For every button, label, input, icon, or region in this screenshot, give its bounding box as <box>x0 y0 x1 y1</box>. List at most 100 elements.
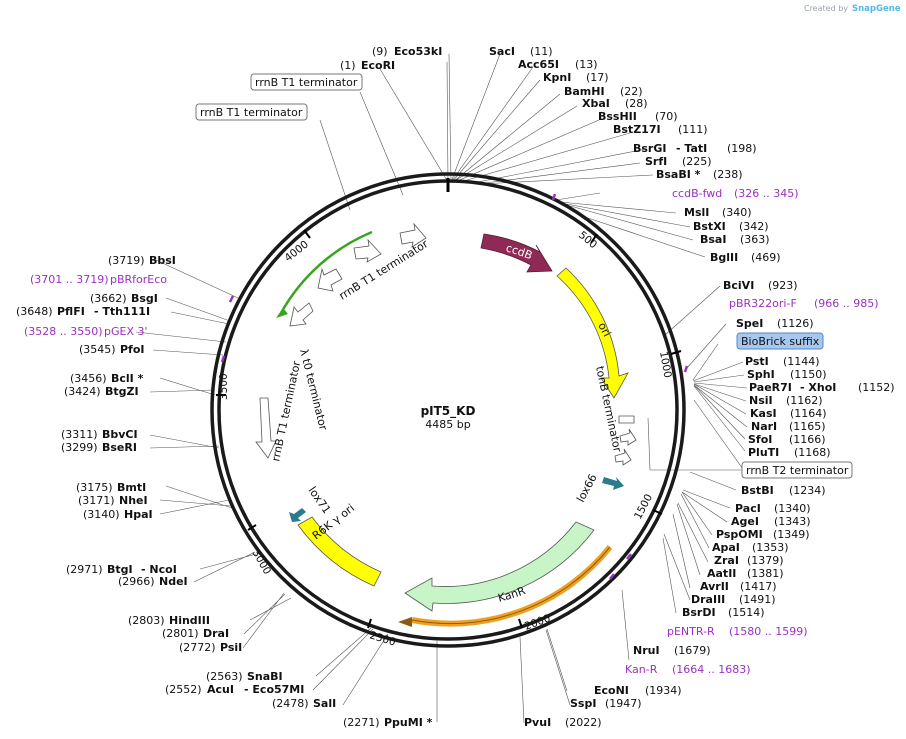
site-tati[interactable]: - TatI <box>676 142 707 155</box>
site-nrui[interactable]: NruI <box>633 644 660 657</box>
site-avrii[interactable]: AvrII <box>700 580 729 593</box>
site-draiii[interactable]: DraIII <box>691 593 725 606</box>
site-bamhi[interactable]: BamHI <box>564 85 605 98</box>
site-agei[interactable]: AgeI <box>731 515 759 528</box>
site-paer7i[interactable]: PaeR7I <box>749 381 792 394</box>
site-ecori[interactable]: EcoRI <box>361 59 395 72</box>
primer-pentr-r[interactable]: pENTR-R <box>667 625 715 638</box>
site-acui-pos: (2552) <box>165 683 202 696</box>
site-sphi-pos: (1150) <box>790 368 827 381</box>
boxed-rrnb-t1-b-box[interactable] <box>195 103 308 121</box>
primer-kan-r[interactable]: Kan-R <box>625 663 658 676</box>
site-bsrgi[interactable]: BsrGI <box>633 142 666 155</box>
site-srfi[interactable]: SrfI <box>645 155 667 168</box>
site-btgi[interactable]: BtgI <box>107 563 133 576</box>
primer-ccdb-fwd-range: (326 .. 345) <box>734 187 799 200</box>
site-psii-pos: (2772) <box>179 641 216 654</box>
site-apai-pos: (1353) <box>752 541 789 554</box>
primer-pbr322ori-f[interactable]: pBR322ori-F <box>729 297 797 310</box>
site-bbsi[interactable]: BbsI <box>149 254 176 267</box>
site-bstz17i[interactable]: BstZ17I <box>613 123 661 136</box>
site-bstbi[interactable]: BstBI <box>741 484 774 497</box>
site-psii[interactable]: PsiI <box>220 641 242 654</box>
site-bsrdi[interactable]: BsrDI <box>682 606 716 619</box>
lox71-feature[interactable] <box>289 508 306 522</box>
primer-pbrforeco[interactable]: pBRforEco <box>110 273 167 286</box>
site-bcivi[interactable]: BciVI <box>723 279 754 292</box>
site-bsshii[interactable]: BssHII <box>598 110 637 123</box>
ccdB-feature[interactable] <box>480 233 553 273</box>
site-bsai[interactable]: BsaI <box>700 233 726 246</box>
site-sphi[interactable]: SphI <box>747 368 775 381</box>
site-aatii[interactable]: AatII <box>707 567 736 580</box>
site-eco57mi[interactable]: - Eco57MI <box>244 683 304 696</box>
site-kpni[interactable]: KpnI <box>543 71 571 84</box>
site-ndei[interactable]: NdeI <box>159 575 188 588</box>
site-psti-pos: (1144) <box>783 355 820 368</box>
boxed-rrnb-t1-a-box[interactable] <box>250 73 363 91</box>
site-sali[interactable]: SalI <box>313 697 336 710</box>
r6k-feature[interactable] <box>297 516 382 587</box>
site-btgzi-pos: (3424) <box>64 385 101 398</box>
site-bsabi[interactable]: BsaBI * <box>656 168 701 181</box>
site-bseri[interactable]: BseRI <box>102 441 137 454</box>
ori-feature[interactable] <box>556 267 629 399</box>
biobrick-box[interactable] <box>736 332 824 350</box>
site-sfoi[interactable]: SfoI <box>748 433 772 446</box>
site-bsgi[interactable]: BsgI <box>131 292 158 305</box>
site-bglii[interactable]: BglII <box>710 251 738 264</box>
boxed-rrnb-t2: rrnB T2 terminator <box>746 464 849 477</box>
site-snabi[interactable]: SnaBI <box>247 670 283 683</box>
site-pfoi[interactable]: PfoI <box>120 343 145 356</box>
site-nari[interactable]: NarI <box>751 420 777 433</box>
site-acc65i[interactable]: Acc65I <box>518 58 559 71</box>
site-bstxi[interactable]: BstXI <box>693 220 726 233</box>
site-paci-pos: (1340) <box>774 502 811 515</box>
site-saci[interactable]: SacI <box>489 45 515 58</box>
site-ppumi[interactable]: PpuMI * <box>384 716 433 729</box>
site-pluti[interactable]: PluTI <box>748 446 779 459</box>
site-kasi[interactable]: KasI <box>750 407 777 420</box>
primer-ccdb-fwd[interactable]: ccdB-fwd <box>672 187 722 200</box>
site-bstz17i-pos: (111) <box>678 123 708 136</box>
site-hpai[interactable]: HpaI <box>124 508 153 521</box>
site-psti[interactable]: PstI <box>745 355 769 368</box>
site-msli[interactable]: MslI <box>684 206 709 219</box>
site-zrai[interactable]: ZraI <box>714 554 739 567</box>
boxed-rrnb-t1-b: rrnB T1 terminator <box>200 106 303 119</box>
site-bbvci[interactable]: BbvCI <box>102 428 138 441</box>
site-spei[interactable]: SpeI <box>736 317 763 330</box>
lox66-feature[interactable] <box>602 477 624 490</box>
site-bcli[interactable]: BclI * <box>111 372 144 385</box>
site-btgzi[interactable]: BtgZI <box>105 385 139 398</box>
site-pflfi[interactable]: PflFI <box>57 305 85 318</box>
boxed-rrnb-t2-box[interactable] <box>741 461 853 479</box>
primer-pgex3[interactable]: pGEX 3' <box>104 325 148 338</box>
site-nhei[interactable]: NheI <box>119 494 148 507</box>
site-hindiii[interactable]: HindIII <box>169 614 210 627</box>
site-drai[interactable]: DraI <box>203 627 229 640</box>
rrnb-inner-label: rrnB T1 terminator <box>337 237 431 303</box>
site-ncoi[interactable]: - NcoI <box>141 563 177 576</box>
site-pvui[interactable]: PvuI <box>524 716 551 729</box>
site-bsshii-pos: (70) <box>655 110 678 123</box>
primer-kan-r-range: (1664 .. 1683) <box>672 663 751 676</box>
site-paci[interactable]: PacI <box>735 502 761 515</box>
small-feature-arrows <box>255 222 637 466</box>
site-paer7i-pos: (1152) <box>858 381 895 394</box>
site-nari-pos: (1165) <box>789 420 826 433</box>
site-acui[interactable]: AcuI <box>207 683 234 696</box>
site-bstbi-pos: (1234) <box>789 484 826 497</box>
site-nsii[interactable]: NsiI <box>749 394 773 407</box>
site-bmti[interactable]: BmtI <box>117 481 146 494</box>
site-sspi[interactable]: SspI <box>570 697 596 710</box>
site-econi[interactable]: EcoNI <box>594 684 629 697</box>
site-apai[interactable]: ApaI <box>712 541 740 554</box>
kanr-primer-arrowhead <box>398 617 412 627</box>
site-xbai[interactable]: XbaI <box>582 97 610 110</box>
site-tth111i[interactable]: - Tth111I <box>94 305 150 318</box>
site-eco53ki[interactable]: Eco53kI <box>394 45 442 58</box>
site-pspomi[interactable]: PspOMI <box>716 528 763 541</box>
site-xhoi[interactable]: - XhoI <box>800 381 836 394</box>
kanr-feature[interactable] <box>404 521 595 612</box>
